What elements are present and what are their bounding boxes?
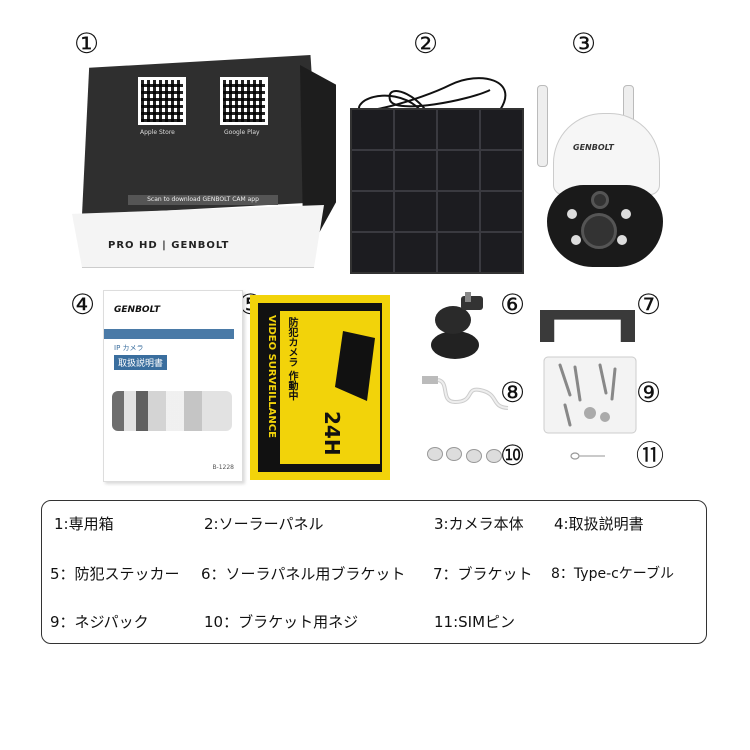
sim-pin <box>570 452 605 460</box>
sticker-border: VIDEO SURVEILLANCE 防犯カメラ 作動中 24H <box>258 303 382 472</box>
camera-led-left <box>567 209 577 219</box>
legend-item-2: 2:ソーラーパネル <box>204 515 324 533</box>
box-lid <box>82 55 320 215</box>
camera-led-bottom-left <box>571 235 581 245</box>
marker-2: ② <box>413 27 439 60</box>
security-sticker: VIDEO SURVEILLANCE 防犯カメラ 作動中 24H <box>250 295 390 480</box>
camera-head <box>553 113 660 195</box>
bracket-screw <box>486 449 502 463</box>
legend-item-10: 10：ブラケット用ネジ <box>204 613 359 631</box>
legend-item-9: 9：ネジパック <box>50 613 149 631</box>
legend-item-7: 7：ブラケット <box>433 565 533 583</box>
legend-item-4: 4:取扱説明書 <box>554 515 644 533</box>
apple-store-qr-code <box>138 77 186 125</box>
camera-brand-label: GENBOLT <box>573 143 614 152</box>
manual-ip-camera-label: IP カメラ <box>114 344 144 352</box>
marker-3: ③ <box>571 27 597 60</box>
manual-brand: GENBOLT <box>114 305 160 315</box>
screw-pack <box>540 355 640 435</box>
camera-led-right <box>621 209 631 219</box>
marker-9: ⑨ <box>636 376 662 409</box>
sticker-text-japanese: 防犯カメラ 作動中 <box>286 317 297 401</box>
legend-item-1: 1:専用箱 <box>54 515 114 533</box>
manual-header-bar <box>104 329 234 339</box>
marker-6: ⑥ <box>500 288 526 321</box>
bracket-screw <box>427 447 443 461</box>
manual-product-illustration <box>112 391 232 431</box>
marker-4: ④ <box>70 288 96 321</box>
legend-item-6: 6：ソーラパネル用ブラケット <box>201 565 406 583</box>
type-c-cable <box>422 376 509 410</box>
marker-11: ⑪ <box>636 439 665 472</box>
sticker-panel: 防犯カメラ 作動中 24H <box>280 311 380 464</box>
sticker-camera-graphic <box>335 331 375 401</box>
contents-legend: 1:専用箱 2:ソーラーパネル 3:カメラ本体 4:取扱説明書 5：防犯ステッカ… <box>41 500 707 644</box>
camera-lens <box>581 213 617 249</box>
solar-panel-bracket <box>431 292 483 359</box>
camera-ball <box>547 185 663 267</box>
box-front <box>72 205 324 268</box>
camera-sensor <box>591 191 609 209</box>
apple-store-label: Apple Store <box>140 129 175 136</box>
solar-panel <box>350 108 524 274</box>
marker-10: ⑩ <box>500 439 526 472</box>
marker-7: ⑦ <box>636 288 662 321</box>
instruction-manual: GENBOLT IP カメラ 取扱説明書 B-1228 <box>103 290 243 482</box>
manual-code: B-1228 <box>212 464 234 471</box>
camera-bracket <box>540 310 635 342</box>
antenna-left <box>537 85 548 167</box>
legend-item-5: 5：防犯ステッカー <box>50 565 180 583</box>
google-play-label: Google Play <box>224 129 260 136</box>
marker-1: ① <box>74 27 100 60</box>
google-play-qr-code <box>220 77 268 125</box>
manual-title: 取扱説明書 <box>114 355 168 370</box>
solar-panel-cable <box>358 77 507 129</box>
scan-to-download-label: Scan to download GENBOLT CAM app <box>128 195 278 205</box>
marker-8: ⑧ <box>500 376 526 409</box>
bracket-screw <box>446 447 462 461</box>
sticker-24h: 24H <box>320 411 344 456</box>
legend-item-8: 8：Type-cケーブル <box>551 566 674 582</box>
camera-led-bottom-right <box>617 235 627 245</box>
product-box: Apple Store Google Play Scan to download… <box>68 55 336 270</box>
legend-item-11: 11:SIMピン <box>434 613 516 631</box>
bracket-screw <box>466 449 482 463</box>
box-brand-label: PRO HD | GENBOLT <box>108 240 230 251</box>
sticker-text-english: VIDEO SURVEILLANCE <box>266 315 277 438</box>
legend-item-3: 3:カメラ本体 <box>434 515 524 533</box>
security-camera: GENBOLT <box>535 85 675 275</box>
